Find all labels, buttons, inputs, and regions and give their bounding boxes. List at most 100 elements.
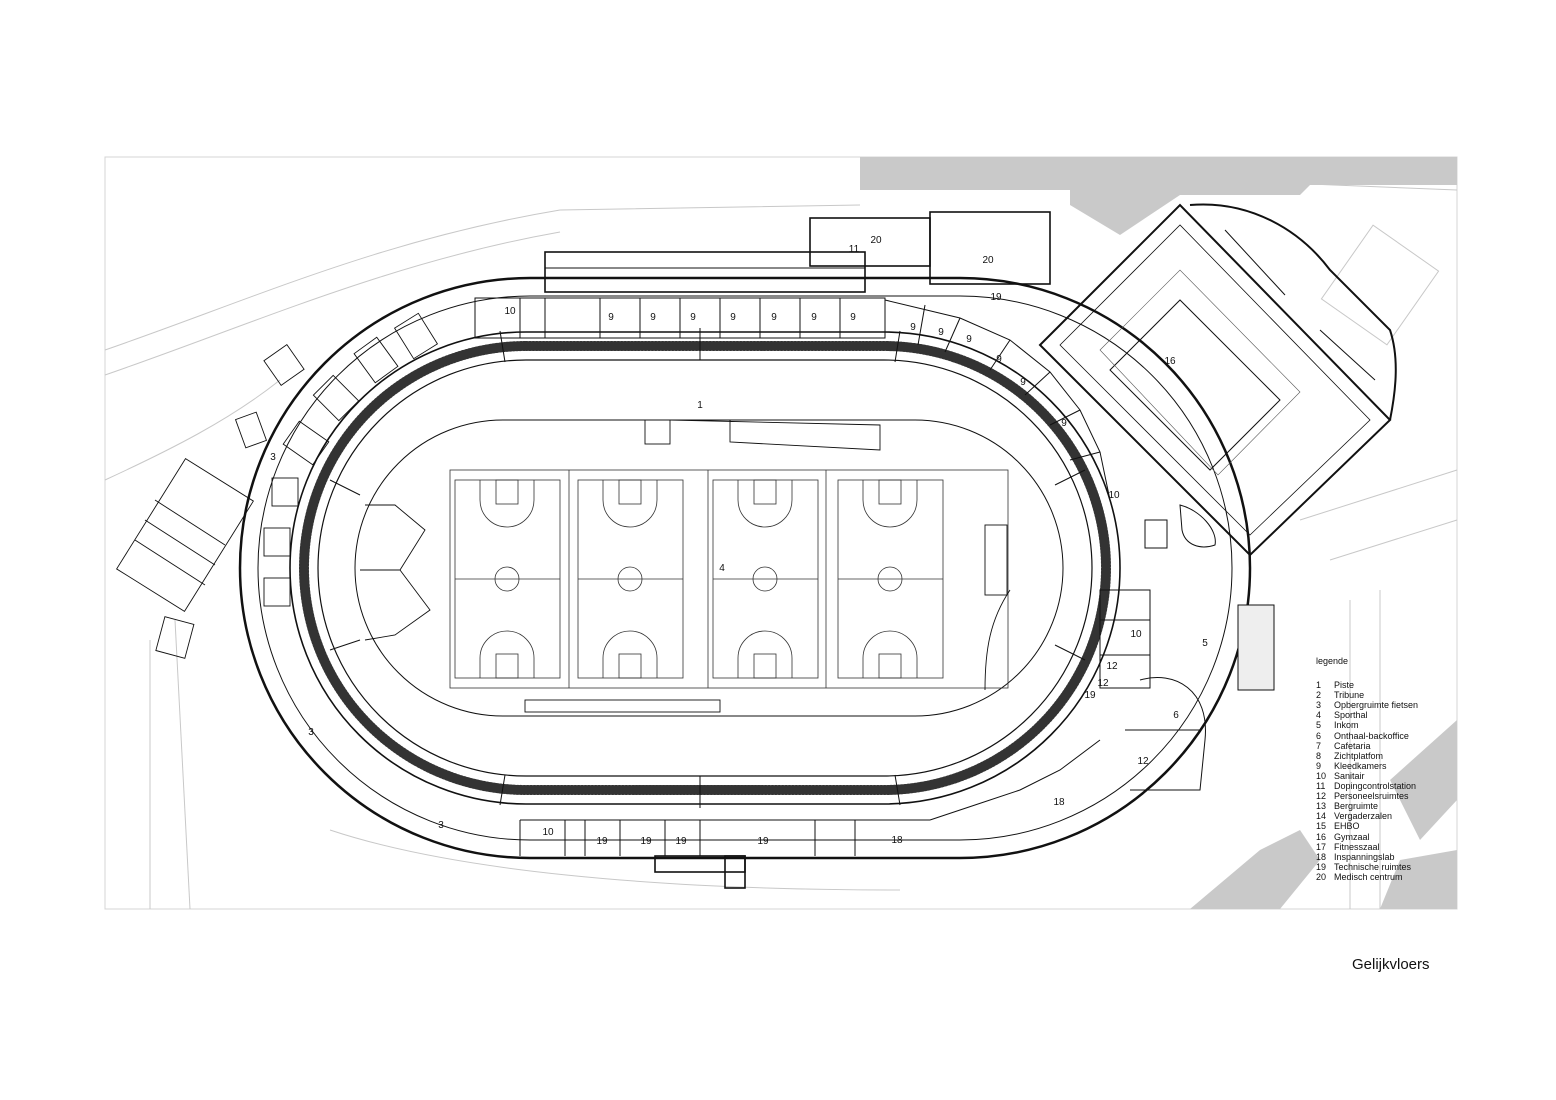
- tribune-seats: [299, 341, 1111, 795]
- legend-item-label: Personeelsruimtes: [1334, 791, 1409, 802]
- label-storage-southwest: 3: [308, 727, 314, 738]
- legend-item-number: 17: [1316, 841, 1327, 852]
- label-changing-2: 9: [650, 312, 656, 323]
- legend-item-number: 13: [1316, 801, 1327, 812]
- legend-item-label: Bergruimte: [1334, 801, 1379, 812]
- legend-item: 2 Tribune: [1316, 690, 1418, 700]
- label-changing-10: 9: [966, 334, 972, 345]
- label-changing-9: 9: [938, 327, 944, 338]
- label-changing-6: 9: [811, 312, 817, 323]
- legend-item-label: Sporthal: [1334, 710, 1368, 721]
- legend-item-number: 20: [1316, 871, 1327, 882]
- legend-item-number: 18: [1316, 851, 1327, 862]
- legend-item-number: 9: [1316, 760, 1322, 771]
- infield-elements: [360, 419, 1011, 713]
- tribune-inner: [317, 359, 1093, 777]
- legend-item-label: Fitnesszaal: [1334, 841, 1380, 852]
- label-personnel-1: 12: [1137, 756, 1149, 767]
- oval-building: [238, 276, 1252, 860]
- label-sanitair-3: 10: [1130, 629, 1142, 640]
- legend-item-label: Sanitair: [1334, 770, 1365, 781]
- label-storage-west: 3: [270, 452, 276, 463]
- legend-item-label: Vergaderzalen: [1334, 811, 1393, 822]
- label-changing-1: 9: [608, 312, 614, 323]
- outer-wall: [238, 276, 1252, 860]
- legend-item-number: 7: [1316, 740, 1322, 751]
- court-3: [712, 479, 819, 679]
- legend-item-label: Inkom: [1334, 720, 1359, 731]
- sheet-title: Gelijkvloers: [1352, 956, 1430, 973]
- legend-title: legende: [1316, 656, 1349, 666]
- label-tech-1: 19: [990, 292, 1002, 303]
- legend-item-label: Kleedkamers: [1334, 760, 1387, 771]
- label-inkom: 5: [1202, 638, 1208, 649]
- legend-item-label: EHBO: [1334, 821, 1360, 832]
- label-changing-12: 9: [1020, 377, 1026, 388]
- label-piste: 1: [697, 400, 703, 411]
- court-2: [577, 479, 684, 679]
- legend-item-number: 2: [1316, 690, 1322, 701]
- legend-item-label: Dopingcontrolstation: [1334, 781, 1417, 792]
- legend-item-number: 6: [1316, 730, 1322, 741]
- label-changing-11: 9: [996, 354, 1002, 365]
- legend-item: 1 Piste: [1316, 680, 1418, 690]
- court-1: [454, 479, 561, 679]
- east-rooms: [884, 299, 1275, 791]
- bike-racks: [116, 312, 439, 659]
- legend-item-number: 4: [1316, 710, 1322, 721]
- legend-item: 5 Inkom: [1316, 720, 1418, 730]
- label-tech-6: 19: [757, 836, 769, 847]
- legend-item-label: Piste: [1334, 680, 1355, 691]
- label-tech-3: 19: [596, 836, 608, 847]
- label-changing-8: 9: [910, 322, 916, 333]
- label-tech-2: 19: [1084, 690, 1096, 701]
- legend-item: 8 Zichtplatfom: [1316, 751, 1418, 761]
- legend-item-label: Zichtplatfom: [1334, 750, 1384, 761]
- label-personnel-2: 12: [1106, 661, 1118, 672]
- label-onthaal: 6: [1173, 710, 1179, 721]
- legend-item-label: Gymzaal: [1334, 831, 1370, 842]
- legend-item-number: 11: [1316, 781, 1326, 792]
- label-medical-1: 20: [870, 235, 882, 246]
- legend-item-number: 19: [1316, 861, 1327, 872]
- legend-item: 11 Dopingcontrolstation: [1316, 781, 1418, 791]
- road-areas: [860, 157, 1457, 909]
- label-sanitair-4: 10: [542, 827, 554, 838]
- legend-item-number: 5: [1316, 720, 1322, 731]
- drawing-frame: [104, 156, 1458, 910]
- legend-item-number: 8: [1316, 750, 1322, 761]
- label-sanitair-1: 10: [504, 306, 516, 317]
- legend-item: 13 Bergruimte: [1316, 801, 1418, 811]
- label-gymzaal: 16: [1164, 356, 1176, 367]
- legend-item-label: Tribune: [1334, 690, 1365, 701]
- south-rooms: [519, 739, 1101, 889]
- label-lab-1: 18: [1053, 797, 1065, 808]
- gymzaal-block: [1038, 203, 1397, 557]
- external-bike-shelter: [116, 458, 254, 612]
- site-context: [104, 179, 1458, 910]
- court-4: [837, 479, 944, 679]
- tribune-aisles: [329, 328, 1086, 808]
- label-lab-2: 18: [891, 835, 903, 846]
- basketball-courts: [449, 469, 1009, 689]
- label-personnel-3: 12: [1097, 678, 1109, 689]
- room-labels: 1 4 3 3 3 5 6 12 12 12 16 18 18 11 20 20…: [270, 235, 1208, 847]
- legend-item-number: 1: [1316, 680, 1322, 691]
- north-rooms: [474, 211, 1051, 339]
- legend-item: 17 Fitnesszaal: [1316, 842, 1418, 852]
- legend-item-label: Opbergruimte fietsen: [1334, 700, 1419, 711]
- legend-item-label: Cafetaria: [1334, 740, 1371, 751]
- legend-item-label: Medisch centrum: [1334, 871, 1403, 882]
- legend-item: 4 Sporthal: [1316, 710, 1418, 720]
- legend-item: 20 Medisch centrum: [1316, 872, 1418, 882]
- label-changing-5: 9: [771, 312, 777, 323]
- label-medical-2: 20: [982, 255, 994, 266]
